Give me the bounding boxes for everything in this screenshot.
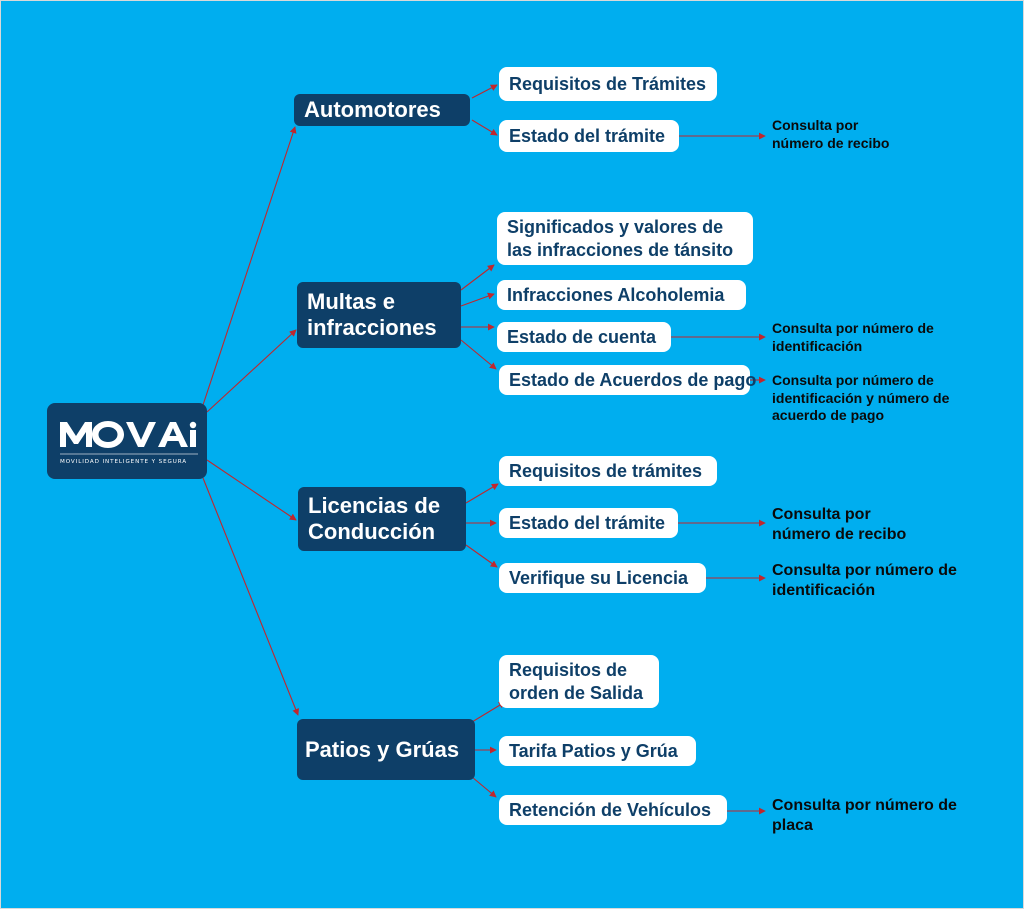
branch-licencias-conduccion[interactable]: Licencias de Conducción xyxy=(298,487,466,551)
node-significados-valores-label: Significados y valores de las infraccion… xyxy=(507,217,734,260)
connector-hub-multas xyxy=(206,329,297,413)
note-consulta-recibo-licencias: Consulta por número de recibo xyxy=(772,506,907,543)
branch-multas-infracciones-label: Multas e infracciones xyxy=(307,289,437,340)
node-estado-tramite-licencias-label: Estado del trámite xyxy=(509,512,666,533)
connector-licencias-requisitos xyxy=(465,483,499,504)
branch-automotores[interactable]: Automotores xyxy=(294,94,470,126)
connector-multas-acuerdos xyxy=(460,339,497,370)
node-requisitos-tramites-label: Requisitos de Trámites xyxy=(509,73,707,94)
note-consulta-placa: Consulta por número de placa xyxy=(772,797,957,834)
node-verifique-licencia[interactable]: Verifique su Licencia xyxy=(499,563,706,593)
connector-hub-automotores xyxy=(202,126,297,406)
connector-multas-significados xyxy=(460,264,495,291)
connector-multas-alcoholemia xyxy=(460,292,495,307)
branch-automotores-label: Automotores xyxy=(304,97,441,123)
node-estado-acuerdos-pago[interactable]: Estado de Acuerdos de pago xyxy=(499,365,756,395)
connector-licencias-verifique xyxy=(465,544,498,568)
node-requisitos-tramites[interactable]: Requisitos de Trámites xyxy=(499,67,717,101)
node-retencion-vehiculos[interactable]: Retención de Vehículos xyxy=(499,795,727,825)
connector-patios-requisitos xyxy=(471,701,506,723)
connector-hub-licencias xyxy=(206,459,297,521)
connector-automotores-requisitos xyxy=(471,84,498,99)
node-requisitos-orden-salida-label: Requisitos de orden de Salida xyxy=(509,660,644,703)
node-tarifa-patios-grua[interactable]: Tarifa Patios y Grúa xyxy=(499,736,696,766)
note-consulta-identificacion-licencia: Consulta por número de identificación xyxy=(772,562,957,599)
branch-patios-gruas[interactable]: Patios y Grúas xyxy=(297,719,475,780)
node-tarifa-patios-grua-label: Tarifa Patios y Grúa xyxy=(509,740,678,761)
movai-wordmark-graphic xyxy=(60,421,198,455)
connector-hub-patios xyxy=(202,477,299,716)
node-infracciones-alcoholemia[interactable]: Infracciones Alcoholemia xyxy=(497,280,746,310)
branch-licencias-conduccion-label: Licencias de Conducción xyxy=(308,493,441,544)
node-estado-cuenta-label: Estado de cuenta xyxy=(507,326,657,347)
node-estado-cuenta[interactable]: Estado de cuenta xyxy=(497,322,671,352)
connector-automotores-estado xyxy=(471,119,498,136)
note-consulta-acuerdos-pago: Consulta por número de identificación y … xyxy=(772,372,950,423)
node-infracciones-alcoholemia-label: Infracciones Alcoholemia xyxy=(507,284,725,305)
node-requisitos-orden-salida[interactable]: Requisitos de orden de Salida xyxy=(499,655,659,708)
node-requisitos-tramites-licencias-label: Requisitos de trámites xyxy=(509,460,703,481)
node-significados-valores[interactable]: Significados y valores de las infraccion… xyxy=(497,212,753,265)
node-estado-acuerdos-pago-label: Estado de Acuerdos de pago xyxy=(509,369,757,390)
branch-patios-gruas-label: Patios y Grúas xyxy=(305,736,460,762)
logo-tagline: MOVILIDAD INTELIGENTE Y SEGURA xyxy=(60,459,188,465)
node-retencion-vehiculos-label: Retención de Vehículos xyxy=(509,799,712,820)
connector-patios-retencion xyxy=(471,776,497,798)
branch-multas-infracciones[interactable]: Multas e infracciones xyxy=(297,282,461,348)
note-consulta-identificacion-cuenta: Consulta por número de identificación xyxy=(772,320,934,354)
note-consulta-recibo-automotores: Consulta por número de recibo xyxy=(772,117,890,151)
node-verifique-licencia-label: Verifique su Licencia xyxy=(509,567,689,588)
node-estado-tramite-automotores-label: Estado del trámite xyxy=(509,125,666,146)
node-estado-tramite-licencias[interactable]: Estado del trámite xyxy=(499,508,678,538)
node-estado-tramite-automotores[interactable]: Estado del trámite xyxy=(499,120,679,152)
movai-logo: MOVILIDAD INTELIGENTE Y SEGURA xyxy=(47,403,207,479)
node-requisitos-tramites-licencias[interactable]: Requisitos de trámites xyxy=(499,456,717,486)
